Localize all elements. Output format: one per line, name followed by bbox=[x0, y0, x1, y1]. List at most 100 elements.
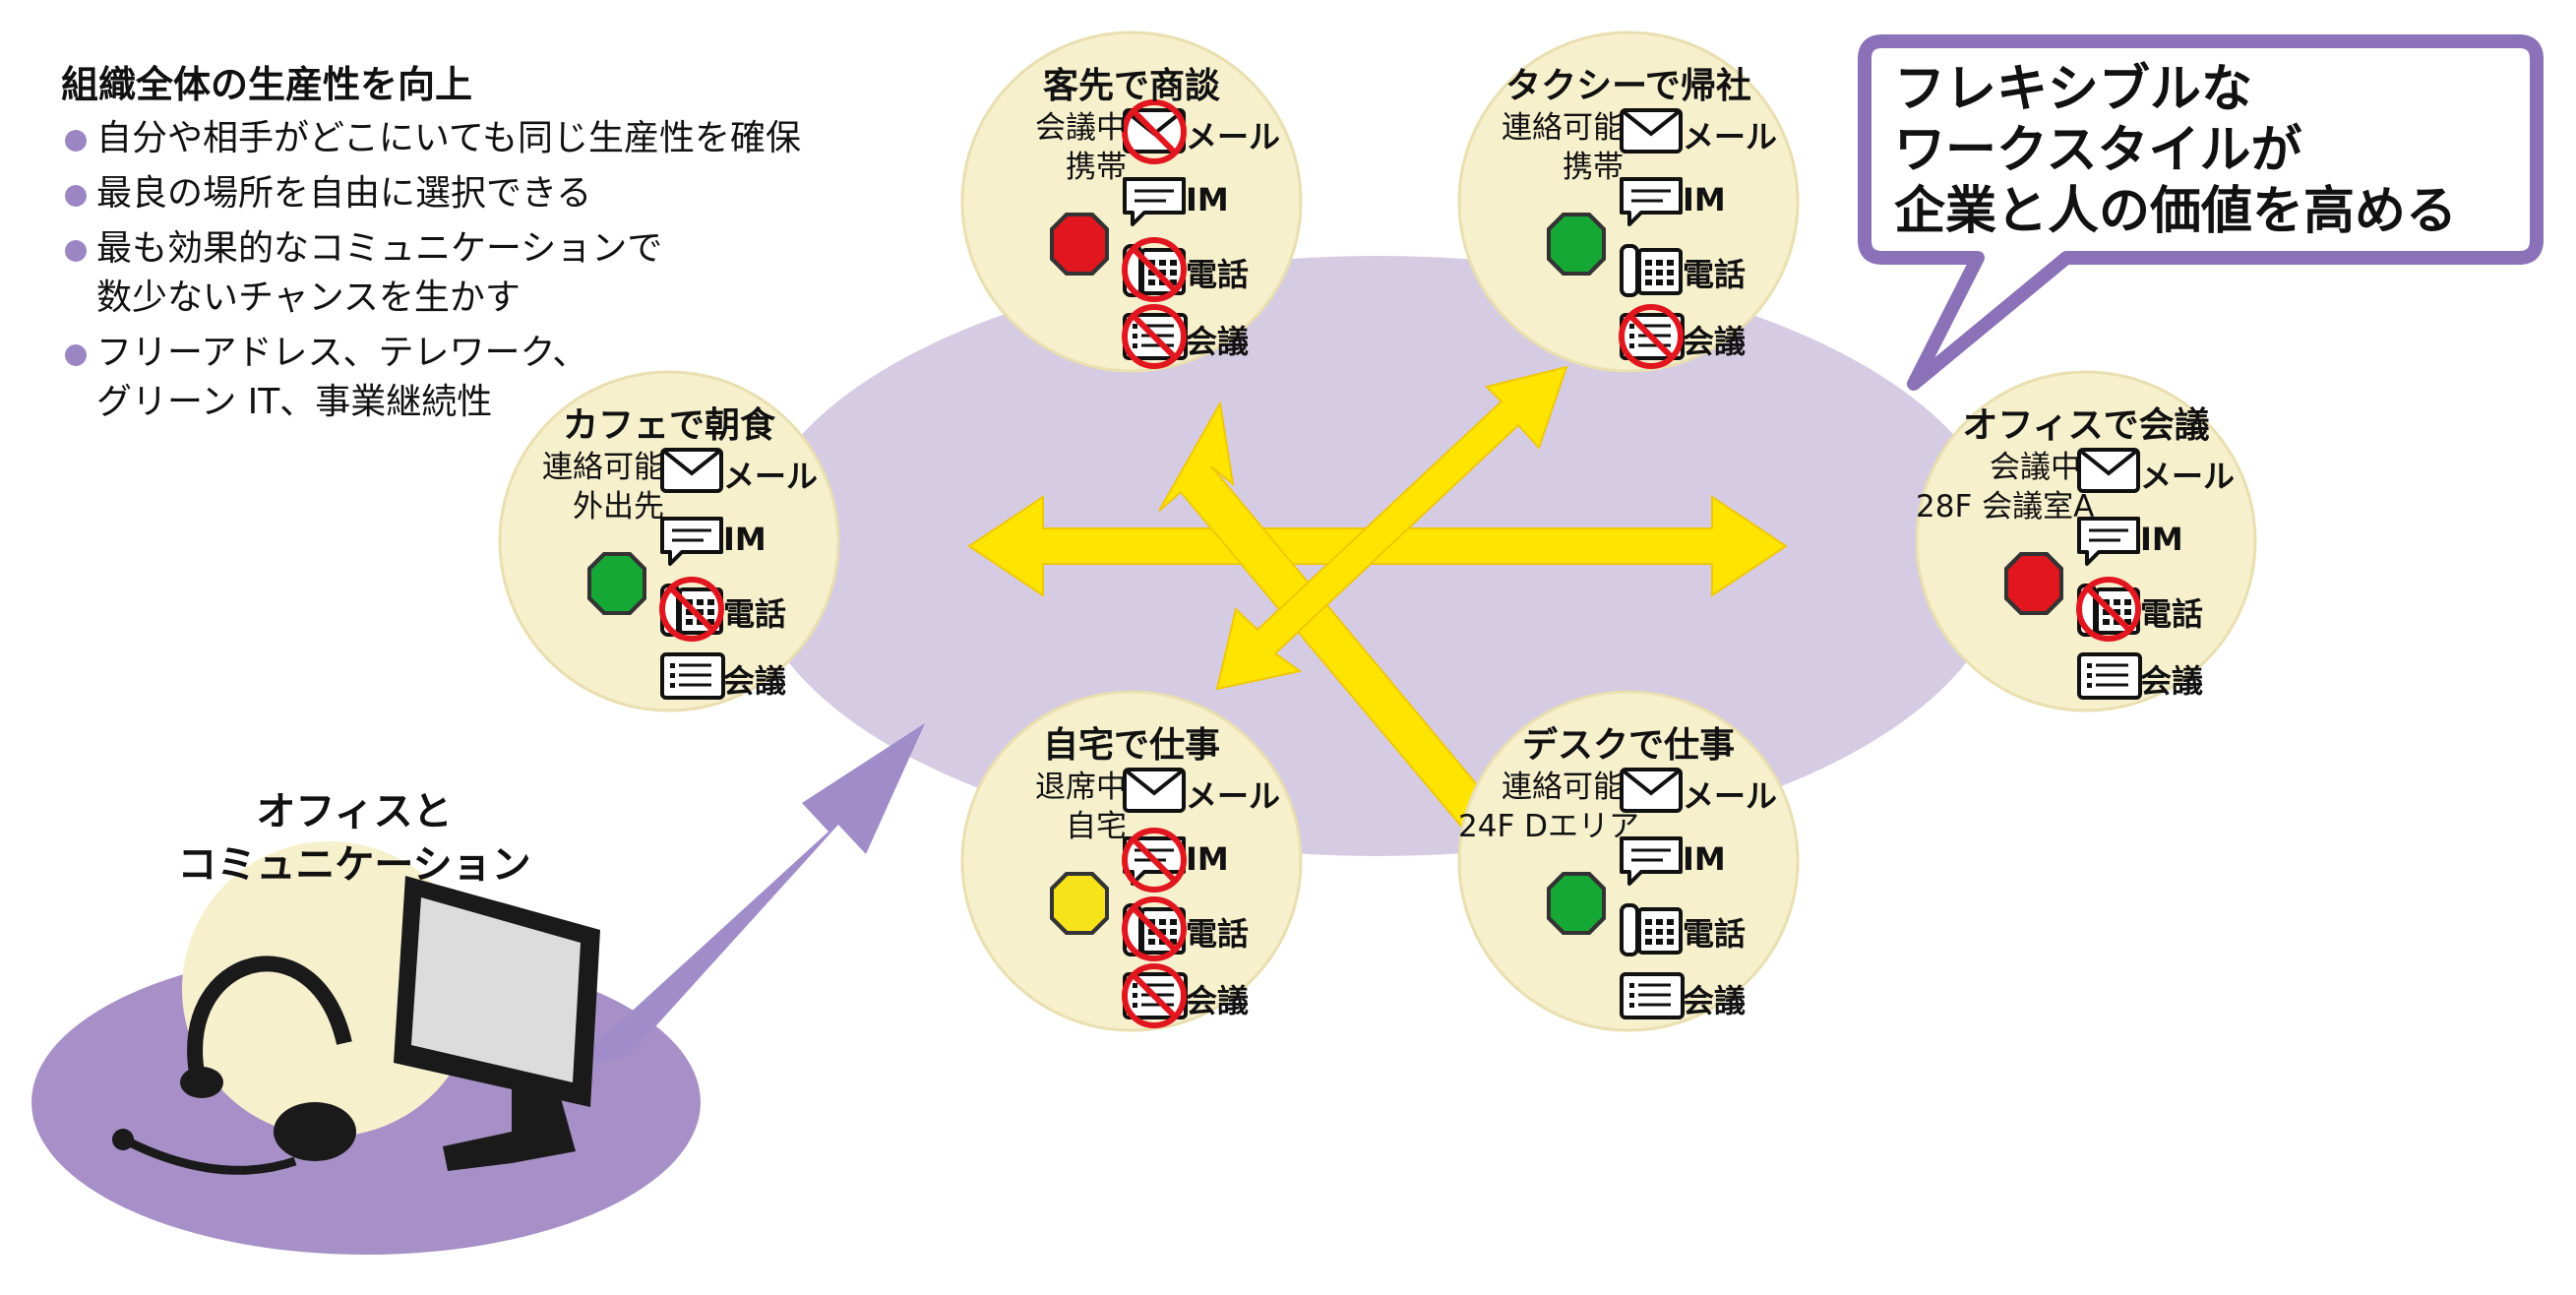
intro-bullet-line: 最も効果的なコミュニケーションで bbox=[96, 228, 663, 269]
intro-panel: 組織全体の生産性を向上 自分や相手がどこにいても同じ生産性を確保 最良の場所を自… bbox=[61, 59, 947, 433]
blocked-icon bbox=[659, 577, 724, 642]
node-status-line: 連絡可能 bbox=[1502, 110, 1624, 146]
conf-icon bbox=[1620, 972, 1685, 1019]
headset-mic bbox=[125, 1137, 297, 1175]
channel-label: 会議 bbox=[723, 662, 787, 700]
phone-icon bbox=[1620, 903, 1683, 956]
mail-icon bbox=[2077, 448, 2140, 493]
mail-icon bbox=[1620, 768, 1683, 813]
conf-icon bbox=[2077, 652, 2142, 700]
chat-icon bbox=[1620, 836, 1683, 886]
channel-label: 電話 bbox=[1683, 256, 1747, 293]
blocked-icon bbox=[1122, 99, 1187, 164]
channel-label: 電話 bbox=[723, 595, 787, 633]
mail-icon bbox=[1123, 768, 1186, 813]
intro-bullet: 最も効果的なコミュニケーションで 数少ないチャンスを生かす bbox=[61, 224, 947, 323]
status-light bbox=[1547, 872, 1606, 935]
headset-right-ear bbox=[274, 1102, 356, 1161]
headset-mic-tip bbox=[112, 1129, 134, 1150]
channel-label: 電話 bbox=[1186, 256, 1250, 293]
callout-text: フレキシブルな ワークスタイルが 企業と人の価値を高める bbox=[1855, 41, 2534, 260]
blocked-icon bbox=[1122, 237, 1187, 302]
channel-label: メール bbox=[1683, 118, 1778, 155]
intro-bullet-line: 最良の場所を自由に選択できる bbox=[96, 173, 592, 214]
phone-icon bbox=[2077, 584, 2140, 637]
channel-label: IM bbox=[723, 521, 767, 558]
intro-bullet-line: グリーン IT、事業継続性 bbox=[96, 382, 493, 422]
chat-icon bbox=[2077, 517, 2140, 566]
node-status-line: 自宅 bbox=[1066, 809, 1127, 844]
office-illustration bbox=[112, 841, 600, 1175]
intro-bullet: フリーアドレス、テレワーク、 グリーン IT、事業継続性 bbox=[61, 329, 947, 427]
node-status-line: 携帯 bbox=[1066, 150, 1127, 185]
status-light bbox=[1547, 213, 1606, 276]
node-status: 連絡可能外出先 bbox=[499, 448, 664, 526]
node-graphic bbox=[960, 31, 1303, 373]
channel-label: 電話 bbox=[1683, 915, 1747, 953]
channel-label: メール bbox=[723, 458, 819, 495]
node-graphic bbox=[1915, 370, 2257, 712]
chat-icon bbox=[660, 517, 723, 566]
node-status-line: 28F 会議室A bbox=[1916, 489, 2095, 524]
conf-icon bbox=[660, 652, 725, 700]
node-status-line: 連絡可能 bbox=[542, 450, 664, 485]
channel-label: メール bbox=[1683, 777, 1778, 815]
blocked-icon bbox=[1122, 304, 1187, 369]
blocked-icon bbox=[2076, 577, 2141, 642]
intro-bullet-line: 自分や相手がどこにいても同じ生産性を確保 bbox=[96, 118, 802, 158]
intro-title: 組織全体の生産性を向上 bbox=[61, 63, 473, 106]
chat-icon bbox=[1620, 177, 1683, 226]
channel-label: 会議 bbox=[1186, 323, 1250, 360]
node-graphic bbox=[960, 690, 1303, 1032]
node-taxi: タクシーで帰社連絡可能携帯 メール IM 電話会議 bbox=[1456, 30, 1801, 374]
channel-label: IM bbox=[1186, 840, 1229, 878]
mail-icon bbox=[1620, 108, 1683, 154]
yellow-arrows bbox=[967, 365, 1788, 898]
channel-label: 電話 bbox=[2140, 595, 2204, 633]
node-graphic bbox=[1457, 31, 1800, 373]
phone-icon bbox=[1123, 244, 1186, 297]
node-status: 連絡可能携帯 bbox=[1458, 108, 1624, 187]
node-status-line: 退席中 bbox=[1035, 770, 1127, 805]
callout-line: ワークスタイルが bbox=[1894, 121, 2302, 180]
node-client: 客先で商談会議中携帯 メール IM 電話会議 bbox=[959, 30, 1304, 374]
node-status-line: 携帯 bbox=[1563, 150, 1624, 185]
node-title: デスクで仕事 bbox=[1521, 725, 1735, 766]
status-light bbox=[1050, 213, 1109, 276]
headset-left-ear bbox=[180, 1067, 223, 1098]
channel-label: IM bbox=[1683, 181, 1726, 218]
blocked-icon bbox=[1122, 896, 1187, 961]
channel-label: メール bbox=[1186, 777, 1281, 815]
chat-icon bbox=[1123, 177, 1186, 226]
channel-label: メール bbox=[2140, 458, 2236, 495]
intro-bullet-line: 数少ないチャンスを生かす bbox=[96, 278, 521, 318]
channel-label: IM bbox=[1186, 181, 1229, 218]
blocked-icon bbox=[1619, 304, 1684, 369]
status-light bbox=[2004, 552, 2063, 615]
node-title: タクシーで帰社 bbox=[1505, 66, 1751, 106]
intro-bullet-line: フリーアドレス、テレワーク、 bbox=[96, 333, 588, 373]
office-label-line: オフィスと bbox=[256, 789, 453, 834]
status-light bbox=[1050, 872, 1109, 935]
blocked-icon bbox=[1122, 963, 1187, 1028]
node-status-line: 外出先 bbox=[573, 489, 664, 524]
channel-label: 会議 bbox=[1683, 982, 1747, 1019]
office-label: オフィスと コミュニケーション bbox=[148, 785, 561, 892]
node-graphic bbox=[498, 370, 840, 712]
callout-line: フレキシブルな bbox=[1894, 60, 2253, 119]
node-title: オフィスで会議 bbox=[1962, 405, 2210, 446]
node-status-line: 会議中 bbox=[1035, 110, 1127, 146]
channel-label: メール bbox=[1186, 118, 1281, 155]
intro-bullet: 最良の場所を自由に選択できる bbox=[61, 169, 947, 218]
arrow-diag-b bbox=[1215, 365, 1568, 691]
channel-label: IM bbox=[1683, 840, 1726, 878]
channel-label: 会議 bbox=[1683, 323, 1747, 360]
channel-label: IM bbox=[2140, 521, 2183, 558]
node-title: 客先で商談 bbox=[1042, 66, 1220, 106]
